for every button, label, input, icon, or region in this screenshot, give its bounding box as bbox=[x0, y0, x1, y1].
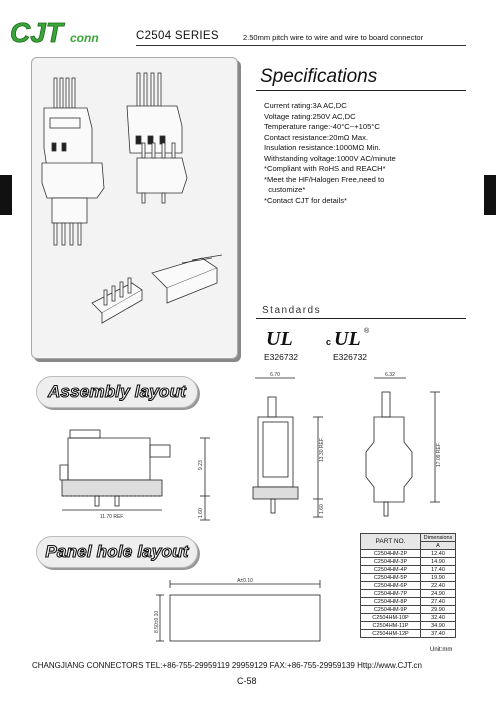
series-title: C2504 SERIES bbox=[136, 30, 219, 42]
assembly-angled-drawing: 6.32 17.09 REF. bbox=[365, 372, 442, 517]
col-dimension-a: A bbox=[420, 541, 456, 550]
part-no: C2504HM-9P bbox=[360, 605, 421, 614]
unit-note: Unit:mm bbox=[430, 647, 453, 653]
panel-hole-layout-badge: Panel hole layout bbox=[36, 536, 198, 568]
dim-panel-width: A±0.10 bbox=[237, 578, 253, 584]
header-pins-icon bbox=[136, 142, 188, 204]
part-no: C2504HM-2P bbox=[360, 549, 421, 558]
part-no: C2504HM-6P bbox=[360, 581, 421, 590]
dim-pcb: 1.60 bbox=[198, 508, 204, 518]
ul-icon: UL bbox=[266, 328, 293, 350]
left-edge-tab bbox=[0, 175, 12, 215]
spec-item: *Compliant with RoHS and REACH* bbox=[264, 164, 386, 173]
housing-angled-icon bbox=[126, 72, 183, 154]
svg-text:UL: UL bbox=[334, 328, 361, 350]
wafer-icon bbox=[41, 162, 105, 246]
svg-text:®: ® bbox=[364, 327, 370, 335]
part-no: C2504HM-12P bbox=[360, 629, 421, 638]
standards-rule bbox=[256, 318, 466, 319]
assembly-layout-badge: Assembly layout bbox=[36, 376, 198, 408]
dim-side-height: 13.30 REF. bbox=[319, 437, 325, 462]
dimension-a: 37.40 bbox=[420, 629, 456, 638]
cul-icon: c UL ® bbox=[326, 327, 370, 350]
dim-height: 9.23 bbox=[198, 460, 204, 470]
dim-width-ref: 11.70 REF. bbox=[100, 514, 124, 520]
housing-side-icon bbox=[151, 254, 223, 304]
svg-text:CJT: CJT bbox=[10, 17, 66, 48]
ul-certification-icons: UL c UL ® bbox=[266, 327, 370, 350]
dim-panel-height: 8.50±0.10 bbox=[154, 611, 160, 633]
dimension-a: 14.90 bbox=[420, 557, 456, 566]
housing-vertical-icon bbox=[43, 77, 93, 169]
spec-item: *Meet the HF/Halogen Free,need to bbox=[264, 174, 385, 184]
right-edge-tab bbox=[484, 175, 496, 215]
standards-title: Standards bbox=[262, 305, 322, 316]
spec-item: Contact resistance:20mΩ Max. bbox=[264, 132, 369, 142]
panel-hole-layout-title: Panel hole layout bbox=[45, 541, 189, 561]
assembly-layout-title: Assembly layout bbox=[47, 381, 187, 401]
svg-text:c: c bbox=[326, 337, 331, 347]
dimension-a: 17.40 bbox=[420, 565, 456, 574]
spec-item: Temperature range:-40°C~+105°C bbox=[264, 122, 380, 131]
spec-item: *Contact CJT for details* bbox=[264, 195, 348, 205]
col-part-no: PART NO. bbox=[360, 533, 421, 550]
svg-text:conn: conn bbox=[70, 31, 99, 45]
cul-file-number: E326732 bbox=[333, 352, 368, 362]
part-no: C2504HM-7P bbox=[360, 589, 421, 598]
dimension-a: 24.90 bbox=[420, 589, 456, 598]
assembly-front-drawing: 9.23 11.70 REF. 1.60 bbox=[59, 429, 210, 521]
header-rule bbox=[136, 45, 466, 46]
table-header-row: PART NO. Dimensions bbox=[360, 533, 456, 550]
page-number: C-58 bbox=[237, 676, 257, 686]
series-subtitle: 2.50mm pitch wire to wire and wire to bo… bbox=[243, 33, 424, 42]
part-no: C2504HM-8P bbox=[360, 597, 421, 606]
ul-file-number: E326732 bbox=[264, 352, 299, 362]
svg-text:UL: UL bbox=[266, 328, 293, 350]
dimension-a: 32.40 bbox=[420, 613, 456, 622]
dim-side-pcb: 1.60 bbox=[319, 504, 325, 514]
part-no: C2504HM-4P bbox=[360, 565, 421, 574]
specifications-rule bbox=[256, 90, 466, 91]
product-photo-panel bbox=[31, 57, 238, 359]
dimension-a: 27.40 bbox=[420, 597, 456, 606]
spec-item: Current rating:3A AC,DC bbox=[264, 101, 347, 110]
dim-angled-width: 6.32 bbox=[385, 372, 395, 378]
cjt-logo: CJT conn bbox=[10, 17, 99, 49]
panel-hole-drawing: A±0.10 8.50±0.10 bbox=[154, 578, 321, 642]
dimension-a: 12.40 bbox=[420, 549, 456, 558]
part-no: C2504HM-5P bbox=[360, 573, 421, 582]
spec-item: Insulation resistance:1000MΩ Min. bbox=[264, 143, 381, 152]
part-no: C2504HM-10P bbox=[360, 613, 421, 622]
connector-illustrations bbox=[41, 72, 223, 324]
specifications-list: Current rating:3A AC,DC Voltage rating:2… bbox=[264, 101, 396, 206]
part-no: C2504HM-11P bbox=[360, 621, 421, 630]
dimension-a: 29.90 bbox=[420, 605, 456, 614]
spec-item: Voltage rating:250V AC,DC bbox=[264, 111, 356, 121]
dim-angled-height: 17.09 REF. bbox=[436, 442, 442, 467]
dimension-a: 19.90 bbox=[420, 573, 456, 582]
col-dimensions: Dimensions bbox=[420, 533, 456, 542]
spec-item: customize* bbox=[264, 185, 306, 194]
part-no: C2504HM-3P bbox=[360, 557, 421, 566]
dimension-a: 34.90 bbox=[420, 621, 456, 630]
dimension-a: 22.40 bbox=[420, 581, 456, 590]
footer-contact: CHANGJIANG CONNECTORS TEL:+86-755-299591… bbox=[32, 661, 422, 670]
specifications-title: Specifications bbox=[260, 66, 378, 87]
dim-depth: 6.70 bbox=[270, 372, 280, 378]
assembly-side-drawing: 6.70 13.30 REF. 1.60 bbox=[252, 372, 325, 518]
spec-item: Withstanding voltage:1000V AC/minute bbox=[264, 153, 396, 163]
board-header-icon bbox=[91, 277, 143, 324]
